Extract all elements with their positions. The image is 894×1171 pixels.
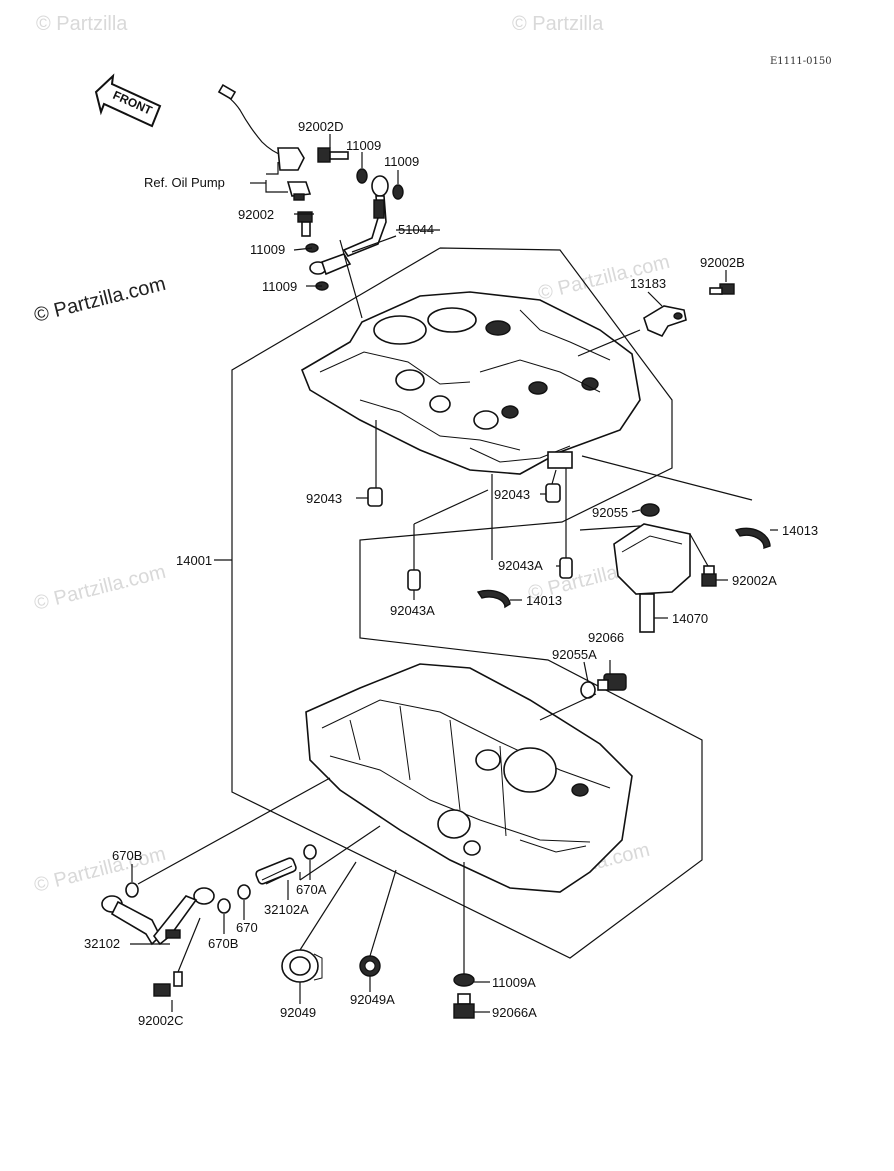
part-label-32102[interactable]: 32102 [84,936,120,951]
bearing-cap-14013 [476,589,511,609]
part-label-92002A[interactable]: 92002A [732,573,777,588]
part-label-13183[interactable]: 13183 [630,276,666,291]
bolt-92002C [153,971,183,997]
part-label-92002[interactable]: 92002 [238,207,274,222]
drain-plug-92066A [453,993,475,1019]
part-label-92043A[interactable]: 92043A [390,603,435,618]
shift-linkage-32102 [101,887,215,946]
part-label-11009A[interactable]: 11009A [492,975,536,990]
part-label-11009[interactable]: 11009 [250,242,285,257]
washer-670B [125,882,139,898]
bolt-92002B [709,283,735,295]
shift-shaft-32102A [255,857,297,885]
ref-bracket [266,162,279,175]
ref-oil-pump-note: Ref. Oil Pump [144,175,225,190]
washer-11009A [453,973,475,987]
breather-cover-14070 [613,503,691,633]
part-label-11009[interactable]: 11009 [384,154,419,169]
lower-crankcase [305,663,633,893]
part-label-92002D[interactable]: 92002D [298,119,344,134]
part-label-670[interactable]: 670 [236,920,258,935]
banjo-bolt-92002D [317,147,349,163]
part-label-92002C[interactable]: 92002C [138,1013,184,1028]
part-label-14070[interactable]: 14070 [672,611,708,626]
drain-plug-92066 [597,673,627,691]
washer-11009 [392,184,404,200]
watermark: © Partzilla.com [32,273,168,327]
dowel-pin-92043A [407,569,421,591]
leader-lines [130,134,778,1013]
oil-pressure-switch [286,181,312,201]
upper-crankcase [301,291,641,475]
part-label-92002B[interactable]: 92002B [700,255,745,270]
oil-pipe-51044 [342,175,389,257]
crankcase-assembly-outline [231,247,703,959]
part-label-11009[interactable]: 11009 [346,138,381,153]
dowel-pin-92043A [559,557,573,579]
watermark: © Partzilla.com [32,843,168,897]
part-label-92066[interactable]: 92066 [588,630,624,645]
dowel-pin-92043 [545,483,561,503]
part-label-670A[interactable]: 670A [296,882,327,897]
part-label-92043[interactable]: 92043 [306,491,342,506]
washer-670B [217,898,231,914]
gasket-92055 [640,503,660,517]
part-labels: Ref. Oil Pump 92002D 11009 11009 92002 5… [84,119,818,1028]
oil-seal-92049 [281,949,323,983]
part-label-670B[interactable]: 670B [208,936,238,951]
washer-670 [237,884,251,900]
washer-670A [303,844,317,860]
part-label-14013[interactable]: 14013 [526,593,562,608]
part-label-670B[interactable]: 670B [112,848,142,863]
part-label-92043A[interactable]: 92043A [498,558,543,573]
part-label-92049[interactable]: 92049 [280,1005,316,1020]
part-label-92043[interactable]: 92043 [494,487,530,502]
part-label-14013[interactable]: 14013 [782,523,818,538]
ref-bracket [265,180,288,193]
chain-guide-13183 [643,305,687,338]
watermark: © Partzilla.com [32,561,168,615]
bolt-92002 [297,211,313,237]
watermark: © Partzilla [36,13,128,35]
part-label-14001[interactable]: 14001 [176,553,212,568]
part-label-92049A[interactable]: 92049A [350,992,395,1007]
part-label-32102A[interactable]: 32102A [264,902,309,917]
bearing-cap-14013 [734,527,771,550]
washer-11009 [356,168,368,184]
part-label-92055[interactable]: 92055 [592,505,628,520]
oil-pressure-switch-lead [217,83,305,171]
bolt-92002A [701,565,717,587]
oil-seal-92049A [359,955,381,977]
part-label-11009[interactable]: 11009 [262,279,297,294]
dowel-pin-92043 [367,487,383,507]
part-label-92055A[interactable]: 92055A [552,647,597,662]
front-arrow-icon: FRONT [94,73,162,128]
watermark: © Partzilla [512,13,604,35]
part-label-92066A[interactable]: 92066A [492,1005,537,1020]
part-label-51044[interactable]: 51044 [398,222,434,237]
figure-code: E1111-0150 [770,56,832,67]
banjo-fitting-lower [309,253,352,276]
